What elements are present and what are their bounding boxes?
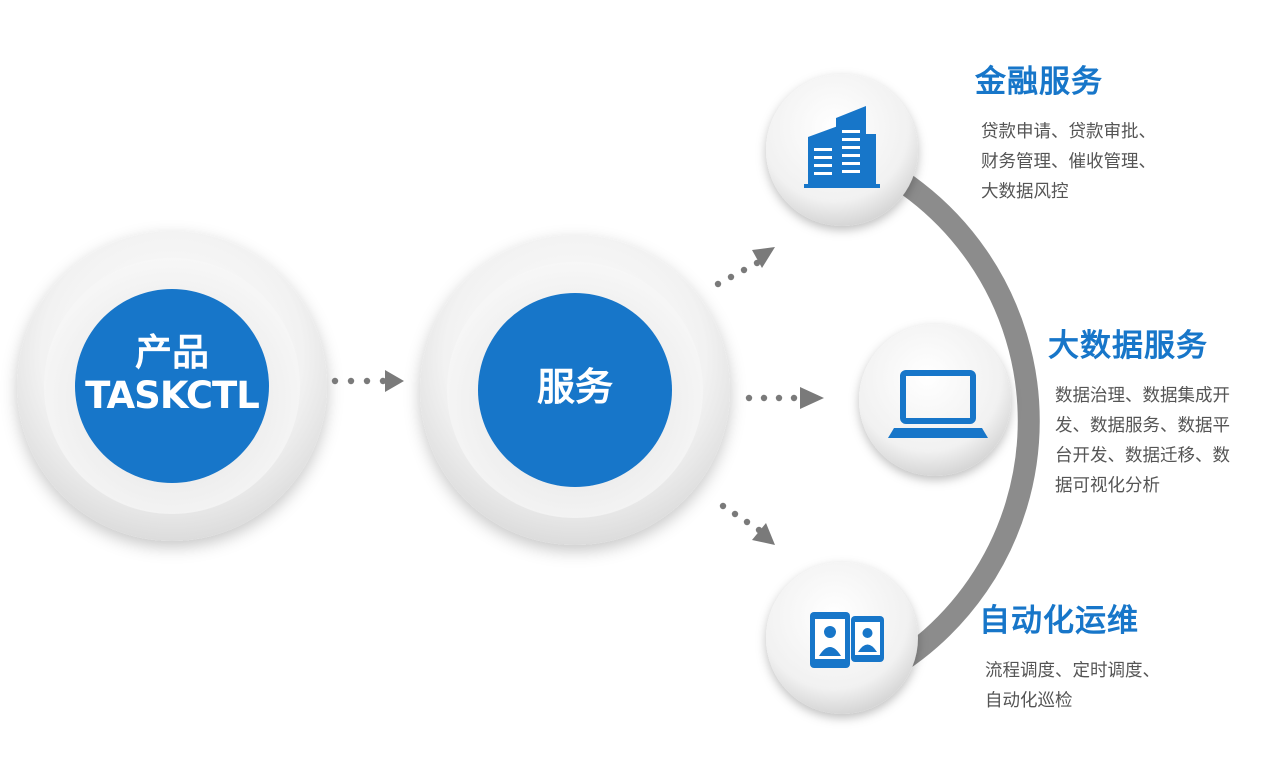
service-label: 服务 [536,365,613,409]
product-circle [17,231,327,541]
finance-line: 财务管理、催收管理、 [981,152,1156,172]
bigdata-node [859,324,1011,476]
finance-line: 大数据风控 [981,182,1069,202]
ops-title: 自动化运维 [979,603,1139,639]
bigdata-line: 据可视化分析 [1055,476,1160,496]
product-label-line2: TASKCTL [85,373,260,417]
laptop-icon [888,370,988,438]
finance-title: 金融服务 [975,64,1103,100]
ops-description: 流程调度、定时调度、 自动化巡检 [985,656,1160,716]
product-label-line1: 产品 [135,331,209,374]
bigdata-title: 大数据服务 [1048,328,1208,364]
arrow-product-to-service [331,370,404,392]
mobile-users-icon [810,612,884,668]
bigdata-description: 数据治理、数据集成开 发、数据服务、数据平 台开发、数据迁移、数 据可视化分析 [1055,381,1230,501]
finance-description: 贷款申请、贷款审批、 财务管理、催收管理、 大数据风控 [981,117,1156,207]
arrow-service-to-ops [719,502,775,545]
connector-arc [838,139,1040,703]
arrow-service-to-finance [714,247,775,288]
bigdata-line: 台开发、数据迁移、数 [1055,446,1230,466]
service-circle [420,235,730,545]
ops-line: 流程调度、定时调度、 [985,661,1160,681]
bigdata-line: 发、数据服务、数据平 [1055,416,1230,436]
bigdata-line: 数据治理、数据集成开 [1055,386,1230,406]
ops-line: 自动化巡检 [985,691,1073,711]
building-icon [804,106,880,188]
arrow-service-to-bigdata [745,387,824,409]
finance-line: 贷款申请、贷款审批、 [981,122,1156,142]
product-label: 产品 TASKCTL [72,331,272,417]
